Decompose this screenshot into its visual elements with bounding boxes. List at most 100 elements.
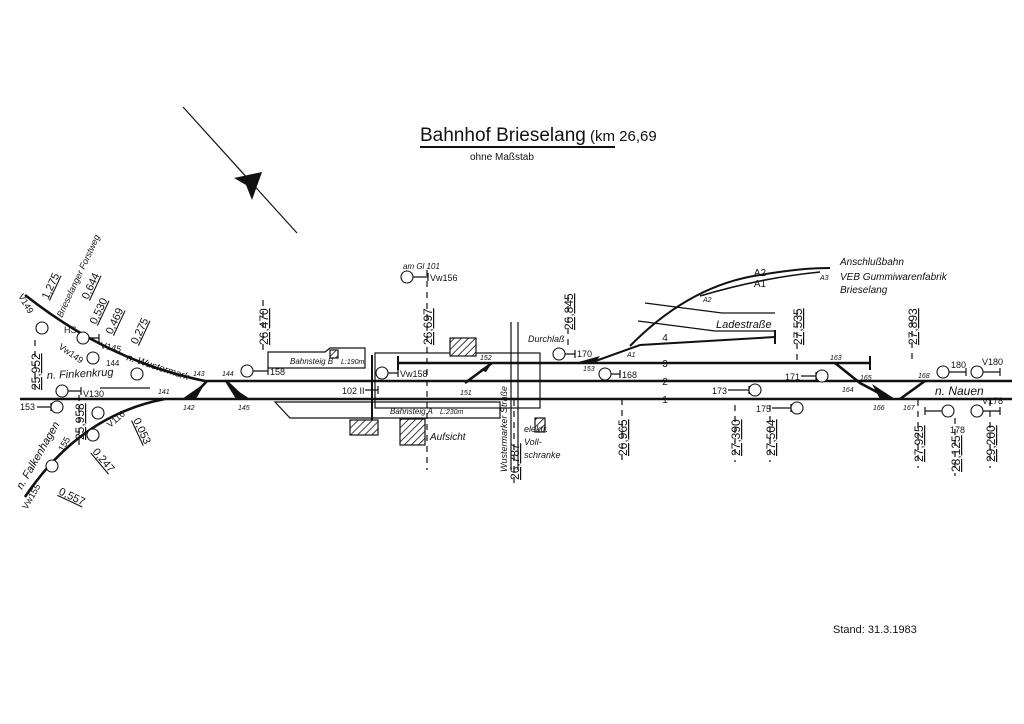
km-marker: 26,845: [562, 293, 576, 330]
switch-label: 168: [918, 373, 930, 380]
signal-icon: [86, 428, 100, 442]
switch-label: 141: [158, 389, 170, 396]
km-marker: 26,965: [616, 419, 630, 456]
label-anschluss1: Anschlußbahn: [839, 257, 904, 268]
stand-date: Stand: 31.3.1983: [833, 624, 917, 636]
signal-icon: [748, 383, 762, 397]
switch-label: 166: [873, 405, 885, 412]
signal-mast: [983, 407, 1001, 415]
signal-icon: [790, 401, 804, 415]
signal-label: V180: [982, 357, 1003, 367]
title: Bahnhof Brieselang: [420, 125, 586, 146]
label-strasse: Wustermarker Straße: [499, 386, 509, 472]
signal-label: V130: [83, 389, 104, 399]
km-marker: 29,200: [984, 425, 998, 462]
signal-mast: [565, 350, 576, 358]
label-schranke1: elektr.: [524, 424, 548, 434]
km-marker: 27,535: [791, 308, 805, 345]
label-ladestrasse: Ladestraße: [716, 319, 772, 331]
signal-icon: [55, 384, 69, 398]
signal-label: 153: [20, 402, 35, 412]
signal-mast: [413, 273, 429, 281]
signal-icon: [552, 347, 566, 361]
switch-label: 151: [460, 390, 472, 397]
label-durchlass: Durchlaß: [528, 334, 565, 344]
branch-km-marker: 0,469: [104, 306, 127, 336]
switch-label: 142: [183, 405, 195, 412]
signal-icon: [91, 406, 105, 420]
signals: [34, 270, 1001, 485]
switch-label: 144: [222, 371, 234, 378]
label-schranke2: Voll-: [524, 437, 542, 447]
signal-label: 175: [756, 404, 771, 414]
signal-icon: [240, 364, 254, 378]
signal-icon: [400, 270, 414, 284]
signal-icon: [815, 369, 829, 383]
subtitle: ohne Maßstab: [470, 152, 534, 163]
km-marker: 28,125: [949, 435, 963, 472]
km-marker: 26,697: [421, 308, 435, 345]
track-number: A2: [754, 268, 767, 279]
signal-icon: [941, 404, 955, 418]
switch-label: A2: [702, 297, 712, 304]
signal-mast: [37, 403, 52, 411]
signal-label: 144: [106, 359, 120, 368]
signal-label: 180: [951, 360, 966, 370]
direction-falkenhagen: n. Falkenhagen: [14, 420, 62, 492]
signal-icon: [936, 365, 950, 379]
label-length-a: L:230m: [440, 409, 464, 416]
branch-km-marker: 0,557: [57, 486, 87, 509]
signal-label: Vw149: [57, 341, 85, 365]
signal-mast: [365, 386, 379, 394]
label-anschluss2: VEB Gummiwarenfabrik: [840, 272, 948, 283]
switch-label: A3: [819, 275, 829, 282]
signal-mast: [388, 369, 399, 377]
km-marker: 25,958: [73, 403, 87, 440]
signal-icon: [76, 331, 90, 345]
km-marker: 25,952: [29, 353, 43, 390]
signal-icon: [45, 459, 59, 473]
signal-mast: [924, 407, 942, 415]
label-aufsicht: Aufsicht: [429, 432, 467, 443]
km-marker: 27,390: [729, 419, 743, 456]
signal-mast: [728, 386, 750, 394]
signal-label: 168: [622, 370, 637, 380]
signal-icon: [86, 351, 100, 365]
signal-label: V149: [16, 292, 35, 315]
signal-label: V178: [982, 396, 1003, 406]
switch-label: 164: [842, 387, 854, 394]
direction-finkenkrug: n. Finkenkrug: [47, 366, 115, 382]
switch-label: 143: [193, 371, 205, 378]
track-number: 2: [662, 377, 668, 388]
track-number: 4: [662, 333, 668, 344]
track-number: 1: [662, 395, 668, 406]
signal-label: V145: [100, 340, 123, 354]
signal-label: 173: [712, 386, 727, 396]
signal-mast: [253, 367, 269, 375]
signal-icon: [598, 367, 612, 381]
north-arrow-icon: [182, 106, 298, 234]
track-number: 3: [662, 359, 668, 370]
signal-label: 102 II: [342, 386, 365, 396]
direction-nauen: n. Nauen: [935, 384, 984, 398]
signal-icon: [375, 366, 389, 380]
switch-label: 163: [830, 355, 842, 362]
signal-label: 171: [785, 372, 800, 382]
signal-label: Vw158: [400, 369, 428, 379]
signal-label: Vw156: [430, 273, 458, 283]
km-marker: 26,470: [257, 308, 271, 345]
signal-label: 155: [56, 435, 72, 453]
signal-mast: [611, 370, 621, 378]
label-anschluss3: Brieselang: [840, 285, 888, 296]
signal-mast: [89, 334, 100, 342]
switch-label: 167: [903, 405, 916, 412]
branch-km-marker: 0,275: [129, 316, 152, 346]
branch-km-marker: 0,530: [88, 296, 111, 326]
km-marker: 27,925: [912, 425, 926, 462]
station-structures: [267, 322, 546, 470]
signal-label: 158: [270, 367, 285, 377]
signal-icon: [35, 321, 49, 335]
km-marker: 26,787: [508, 443, 522, 480]
signal-mast: [772, 404, 792, 412]
